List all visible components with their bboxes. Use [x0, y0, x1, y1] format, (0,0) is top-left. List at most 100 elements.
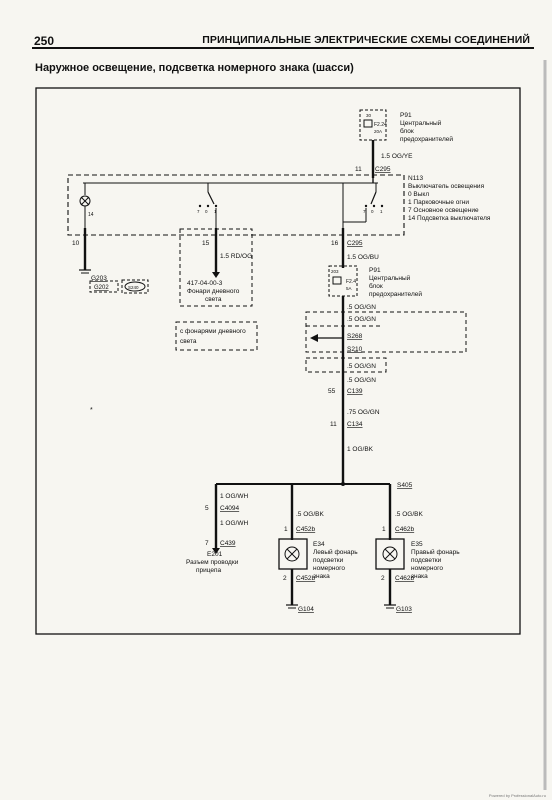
wire-top-gauge: 1.5 OG/YE	[381, 153, 413, 160]
e34-lamp-icon	[284, 546, 300, 562]
trunk-c1: C139	[347, 388, 363, 395]
splice-option-box	[305, 311, 467, 353]
e34-gauge: .5 OG/BK	[296, 511, 324, 518]
drl-dashed-box	[179, 228, 253, 307]
fuse-top-line1: Центральный	[400, 119, 442, 127]
e201-pin1: 5	[205, 505, 209, 512]
switch-right-0: 0	[371, 209, 374, 214]
e201-desc2: прицепа	[196, 567, 222, 574]
right-gauge: 1.5 OG/BU	[347, 254, 379, 261]
e35-conn-in: C462b	[395, 526, 415, 533]
trunk-gauge5: .75 OG/GN	[347, 409, 380, 416]
e35-pin-out: 2	[381, 575, 385, 582]
splice-s268: S268	[347, 333, 363, 340]
e35-conn-out: C462b	[395, 575, 415, 582]
e34-desc3: номерного	[313, 565, 345, 572]
switch-line5: 14 Подсветка выключателя	[408, 215, 491, 222]
trunk-c2: C134	[347, 421, 363, 428]
page-header: 250 ПРИНЦИПИАЛЬНЫЕ ЭЛЕКТРИЧЕСКИЕ СХЕМЫ С…	[0, 28, 552, 48]
e34-lamp-box	[278, 538, 308, 570]
gauge-option-box	[305, 357, 387, 373]
option-note-line2: света	[180, 338, 197, 345]
diagram-subtitle: Наружное освещение, подсветка номерного …	[35, 62, 354, 74]
option-note-box	[175, 321, 258, 351]
trunk-c1-pin: 55	[328, 388, 336, 395]
e34-desc4: знака	[313, 573, 330, 580]
switch-id: N113	[408, 175, 423, 182]
e34-pin-out: 2	[283, 575, 287, 582]
ground-g203-label: G203	[91, 275, 107, 282]
fuse-f224-code: F2.24	[374, 122, 387, 128]
wire-top-connector: C295	[375, 166, 391, 173]
e34-conn-in: C452b	[296, 526, 316, 533]
splice-s210: S210	[347, 346, 363, 353]
e34-conn-out: C452b	[296, 575, 316, 582]
e201-arrow-icon	[212, 548, 220, 554]
e201-desc1: Разъем проводки	[186, 559, 239, 566]
fuse-f224-pin: 30	[366, 113, 372, 118]
fuse-top-line2: блок	[400, 127, 414, 135]
trunk-gauge4: .5 OG/GN	[347, 377, 376, 384]
diagram-frame	[35, 87, 521, 635]
e201-conn2: C439	[220, 540, 236, 547]
e35-desc2: подсветки	[411, 557, 442, 564]
e35-lamp-icon	[382, 546, 398, 562]
ground-g202-box	[89, 280, 119, 293]
e35-gauge: .5 OG/BK	[395, 511, 423, 518]
option-note-line1: с фонарями дневного	[180, 328, 246, 335]
fuse-f224-box	[359, 109, 387, 141]
e34-id: E34	[313, 541, 325, 548]
switch-right-contact	[370, 191, 377, 205]
ground-g202-label: G202	[94, 285, 109, 291]
switch-mid-7: 7	[197, 209, 200, 214]
page-credit: Powered by ProfessionalAuto.ru	[488, 793, 546, 798]
fuse-top-id: P91	[400, 112, 412, 119]
bolt-box	[121, 279, 149, 294]
bolt-label: S240	[128, 285, 139, 290]
fuse-f24-pin: 203	[331, 269, 339, 274]
fuse-mid-id: P91	[369, 267, 381, 274]
fuse-mid-line3: предохранителей	[369, 290, 422, 298]
scan-speck: *	[90, 407, 93, 414]
drl-desc2: света	[205, 296, 222, 303]
trunk-gauge2: .5 OG/GN	[347, 316, 376, 323]
e201-conn1: C4094	[220, 505, 240, 512]
splice-s405: S405	[397, 482, 413, 489]
switch-mid-0: 0	[205, 209, 208, 214]
header-rule	[32, 47, 534, 49]
e35-desc4: знака	[411, 573, 428, 580]
fuse-f24-code: F2.4	[346, 279, 356, 285]
mid-pin: 15	[202, 240, 210, 247]
switch-line4: 7 Основное освещение	[408, 207, 479, 214]
fuse-mid-line1: Центральный	[369, 274, 411, 282]
e35-desc3: номерного	[411, 565, 443, 572]
e35-desc1: Правый фонарь	[411, 548, 460, 556]
switch-right-1: 1	[380, 209, 383, 214]
wire-top-pin: 11	[355, 166, 362, 173]
e34-pin-in: 1	[284, 526, 288, 533]
fuse-f224-symbol	[363, 119, 373, 128]
e201-gauge2: 1 OG/WH	[220, 520, 248, 527]
bolt-icon	[124, 281, 146, 292]
drl-ref: 417-04-00-3	[187, 280, 223, 287]
fuse-f24-amps: 5A	[346, 286, 352, 291]
drl-desc1: Фонари дневного	[187, 288, 240, 295]
fuse-mid-line2: блок	[369, 282, 383, 290]
page-number: 250	[34, 34, 55, 48]
right-pin: 16	[331, 240, 339, 247]
e35-pin-in: 1	[382, 526, 386, 533]
mid-gauge: 1.5 RD/OG	[220, 253, 252, 260]
switch-right-7: 7	[363, 209, 366, 214]
e34-desc1: Левый фонарь	[313, 548, 358, 556]
drl-arrow-icon	[212, 272, 220, 278]
splice-arrow-icon	[310, 334, 318, 342]
switch-line1: Выключатель освещения	[408, 183, 485, 190]
e201-gauge1: 1 OG/WH	[220, 493, 248, 500]
e201-pin2: 7	[205, 540, 209, 547]
right-connector: C295	[347, 240, 363, 247]
e34-desc2: подсветки	[313, 557, 344, 564]
ground-g104-label: G104	[298, 606, 314, 613]
e35-id: E35	[411, 541, 423, 548]
trunk-gauge6: 1 OG/BK	[347, 446, 374, 453]
trunk-gauge3: .5 OG/GN	[347, 363, 376, 370]
